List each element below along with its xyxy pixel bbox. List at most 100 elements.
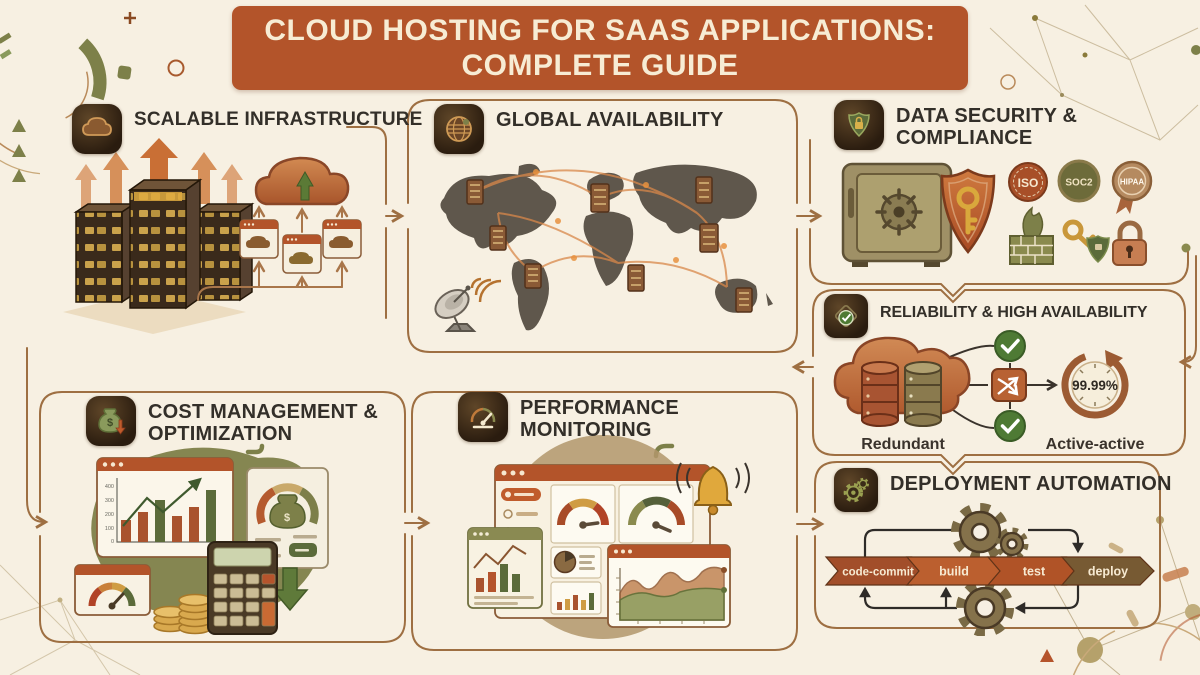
pipeline-label: build [939,565,969,579]
pipeline-label: code-commit [842,567,914,579]
area-chart-window [607,544,731,628]
pipeline-label: deploy [1088,565,1128,579]
browser-card [322,219,362,259]
svg-text:ISO: ISO [1018,176,1039,190]
shield-lock-icon [834,100,884,150]
check-icon [994,330,1026,362]
section-title-security-1: DATA SECURITY & [896,105,1078,127]
iso-badge: ISO [1008,162,1048,202]
performance-box-border [411,391,798,651]
global-box-border [407,99,798,353]
section-performance-header: PERFORMANCE MONITORING [458,392,679,442]
svg-text:$: $ [284,512,290,524]
gauge-window [74,564,151,616]
performance-illustration [467,435,750,639]
header-title-line2: COMPLETE GUIDE [461,49,739,82]
arrow-scalable-to-cost [26,347,49,529]
satellite-dish-icon [434,277,502,332]
soc2-badge: SOC2 [1057,159,1101,203]
security-box-border [809,139,1189,298]
section-security-header: DATA SECURITY & COMPLIANCE [834,100,1077,150]
svg-text:0: 0 [111,539,114,545]
loop-arrows [859,528,1084,614]
cost-chart-window: 400 300 200 100 0 [96,457,234,558]
network-bottomright [1039,516,1200,675]
gear-icon [956,579,1014,636]
header-title-line1: CLOUD HOSTING FOR SAAS APPLICATIONS: [264,13,936,47]
constellation-bottomleft [0,564,141,675]
padlock-icon [1112,220,1147,266]
connector-lines [942,344,1059,429]
coins [153,593,212,635]
svg-text:300: 300 [105,498,114,504]
pipeline-label: test [1023,565,1046,579]
cost-illustration: 400 300 200 100 0 $ [74,447,329,635]
section-deployment-header: DEPLOYMENT AUTOMATION [834,468,1172,512]
constellation-topright [989,4,1199,141]
section-title-global: GLOBAL AVAILABILITY [496,109,724,131]
savings-down-arrow [271,567,309,612]
pipeline-step [1060,556,1155,586]
section-scalable-header: SCALABLE INFRASTRUCTURE [72,104,423,154]
svg-text:200: 200 [105,512,114,518]
browser-card [282,234,322,274]
vault [841,162,953,267]
reliability-check-icon [824,294,868,338]
uptime-ring: 99.99% [1061,350,1129,419]
cloud-icon [72,104,122,154]
svg-text:HIPAA: HIPAA [1120,178,1145,187]
section-title-security-2: COMPLIANCE [896,126,1033,149]
cost-bars [121,490,216,542]
constellation-dots-topright [1000,15,1200,253]
scalable-bracket [346,126,387,319]
security-illustration: ISO SOC2 HIPAA [841,159,1153,267]
section-global-header: GLOBAL AVAILABILITY [434,104,724,154]
section-title-reliability: RELIABILITY & HIGH AVAILABILITY [880,304,1148,321]
gauge-card [550,484,616,544]
money-bag-icon: $ [86,396,136,446]
section-title-deployment: DEPLOYMENT AUTOMATION [890,473,1172,495]
firewall-icon [1009,206,1054,265]
alert-bell-icon [676,462,750,516]
scatter-shapes-top [0,12,185,80]
glow-dots [533,169,727,263]
redundant-cloud [833,336,971,427]
database-stack [861,361,899,427]
gauge-card [618,484,694,544]
calculator [207,541,278,635]
section-title-performance-2: MONITORING [520,418,652,441]
reliability-box-border [812,289,1186,469]
section-title-scalable: SCALABLE INFRASTRUCTURE [134,109,423,130]
svg-text:400: 400 [105,484,114,490]
server-nodes [466,176,753,313]
svg-text:100: 100 [105,526,114,532]
speedometer-icon [458,392,508,442]
browser-card [239,219,279,259]
pipeline [824,556,1155,586]
globe-icon [434,104,484,154]
redundant-label: Redundant [861,436,945,453]
card-connector-lines [197,205,349,301]
server-towers [73,178,255,310]
upload-arrow [296,170,314,201]
section-title-cost-1: COST MANAGEMENT & [148,401,379,423]
section-cost-header: $ COST MANAGEMENT & OPTIMIZATION [86,396,378,446]
scale-up-arrows [75,138,243,212]
uptime-value: 99.99% [1072,378,1118,393]
cloud-upload [254,156,350,206]
svg-text:$: $ [107,417,113,429]
connection-arcs [474,169,728,288]
hipaa-badge: HIPAA [1111,160,1153,214]
deployment-illustration: code-commit build test deploy [824,503,1155,636]
cost-box-border [39,391,406,643]
shield-key [940,168,996,254]
scalable-illustration [63,138,362,334]
green-triangles-left [12,119,26,182]
reliability-illustration: 99.99% Redundant Active-active [833,330,1144,453]
section-title-cost-2: OPTIMIZATION [148,422,293,445]
gears-icon [834,468,878,512]
pie-chart-card [550,546,602,579]
switch-icon [991,368,1027,402]
